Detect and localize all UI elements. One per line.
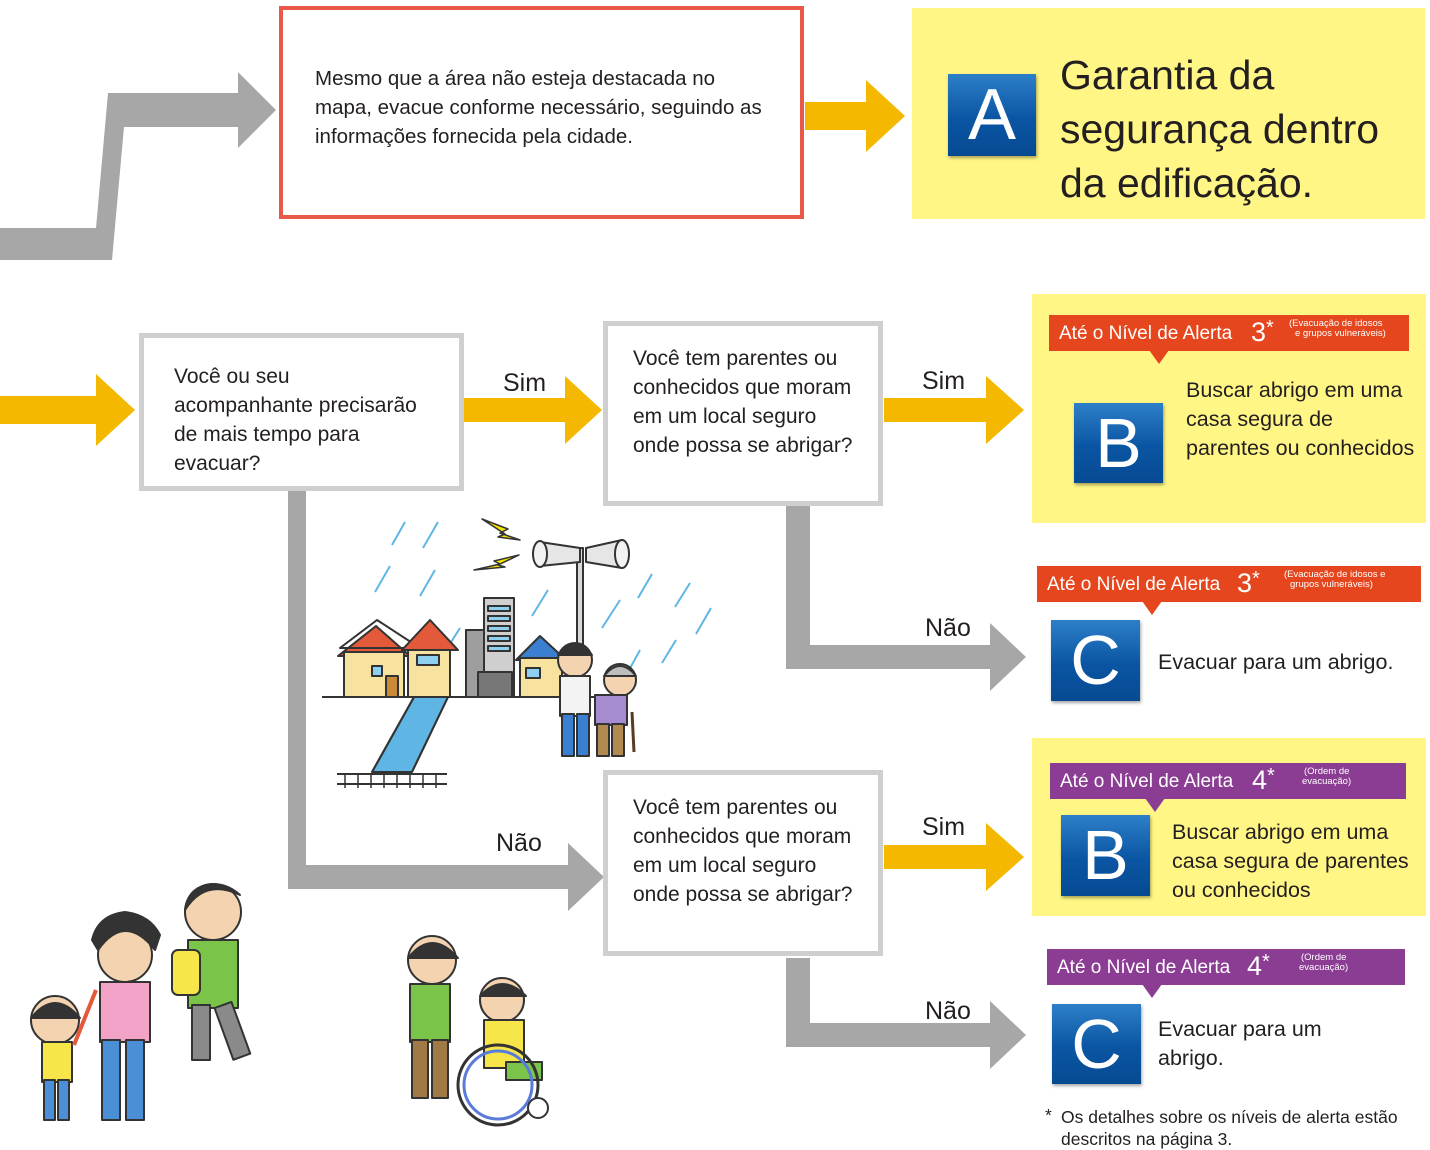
letter-a-badge: A [948, 74, 1036, 156]
result-a-text: Garantia da segurança dentro da edificaç… [1060, 52, 1380, 206]
grey-step-arrow [0, 72, 276, 260]
alert-level-number: 3* [1251, 317, 1274, 347]
letter-b-badge-2: B [1061, 815, 1150, 896]
label-sim-q1: Sim [503, 369, 547, 397]
top-warning-box: Mesmo que a área não esteja destacada no… [279, 6, 804, 219]
label-nao-q1: Não [496, 829, 542, 857]
result-b-text-1: Buscar abrigo em uma casa segura de pare… [1186, 378, 1415, 460]
letter-c-badge-2: C [1052, 1004, 1141, 1084]
label-nao-q2: Não [925, 614, 971, 642]
result-c-text-1: Evacuar para um abrigo. [1158, 650, 1394, 674]
footnote: * Os detalhes sobre os níveis de alerta … [1045, 1105, 1425, 1150]
top-warning-text: Mesmo que a área não esteja destacada no… [315, 67, 762, 148]
grey-arrow-q3-to-c [786, 958, 1026, 1069]
result-c-text-2: Evacuar para um abrigo. [1158, 1017, 1322, 1070]
footnote-star: * [1045, 1105, 1052, 1125]
question-1-box: Você ou seu acompanhante precisarão de m… [139, 333, 464, 491]
yellow-arrow-into-question-1 [0, 374, 135, 446]
letter-b-badge-1: B [1074, 403, 1163, 483]
question-1-text: Você ou seu acompanhante precisarão de m… [174, 365, 417, 475]
grey-arrow-q2-to-c [786, 506, 1026, 691]
question-2-text: Você tem parentes ou conhecidos que mora… [633, 347, 853, 457]
yellow-arrow-to-a [805, 80, 905, 152]
result-b-text-2: Buscar abrigo em uma casa segura de pare… [1172, 820, 1409, 902]
letter-c-badge-1: C [1051, 620, 1140, 701]
town-rain-illustration [322, 518, 712, 788]
yellow-arrow-q1-to-q2 [463, 376, 602, 444]
question-3-text: Você tem parentes ou conhecidos que mora… [633, 796, 853, 906]
family-walking-illustration [30, 883, 252, 1121]
wheelchair-illustration [407, 935, 549, 1127]
yellow-arrow-q3-to-b [884, 823, 1024, 891]
question-2-box: Você tem parentes ou conhecidos que mora… [603, 321, 883, 506]
question-3-box: Você tem parentes ou conhecidos que mora… [603, 770, 883, 956]
label-sim-q3: Sim [922, 813, 966, 841]
alert-level-3-banner-1: Até o Nível de Alerta 3* (Evacuação de i… [1049, 315, 1409, 364]
footnote-text: Os detalhes sobre os níveis de alerta es… [1061, 1107, 1398, 1149]
label-nao-q3: Não [925, 997, 971, 1025]
grey-arrow-q1-to-q3 [288, 490, 604, 911]
label-sim-q2: Sim [922, 367, 966, 395]
yellow-arrow-q2-to-b [884, 376, 1024, 444]
alert-level-3-banner-2: Até o Nível de Alerta 3* (Evacuação de i… [1037, 566, 1421, 615]
